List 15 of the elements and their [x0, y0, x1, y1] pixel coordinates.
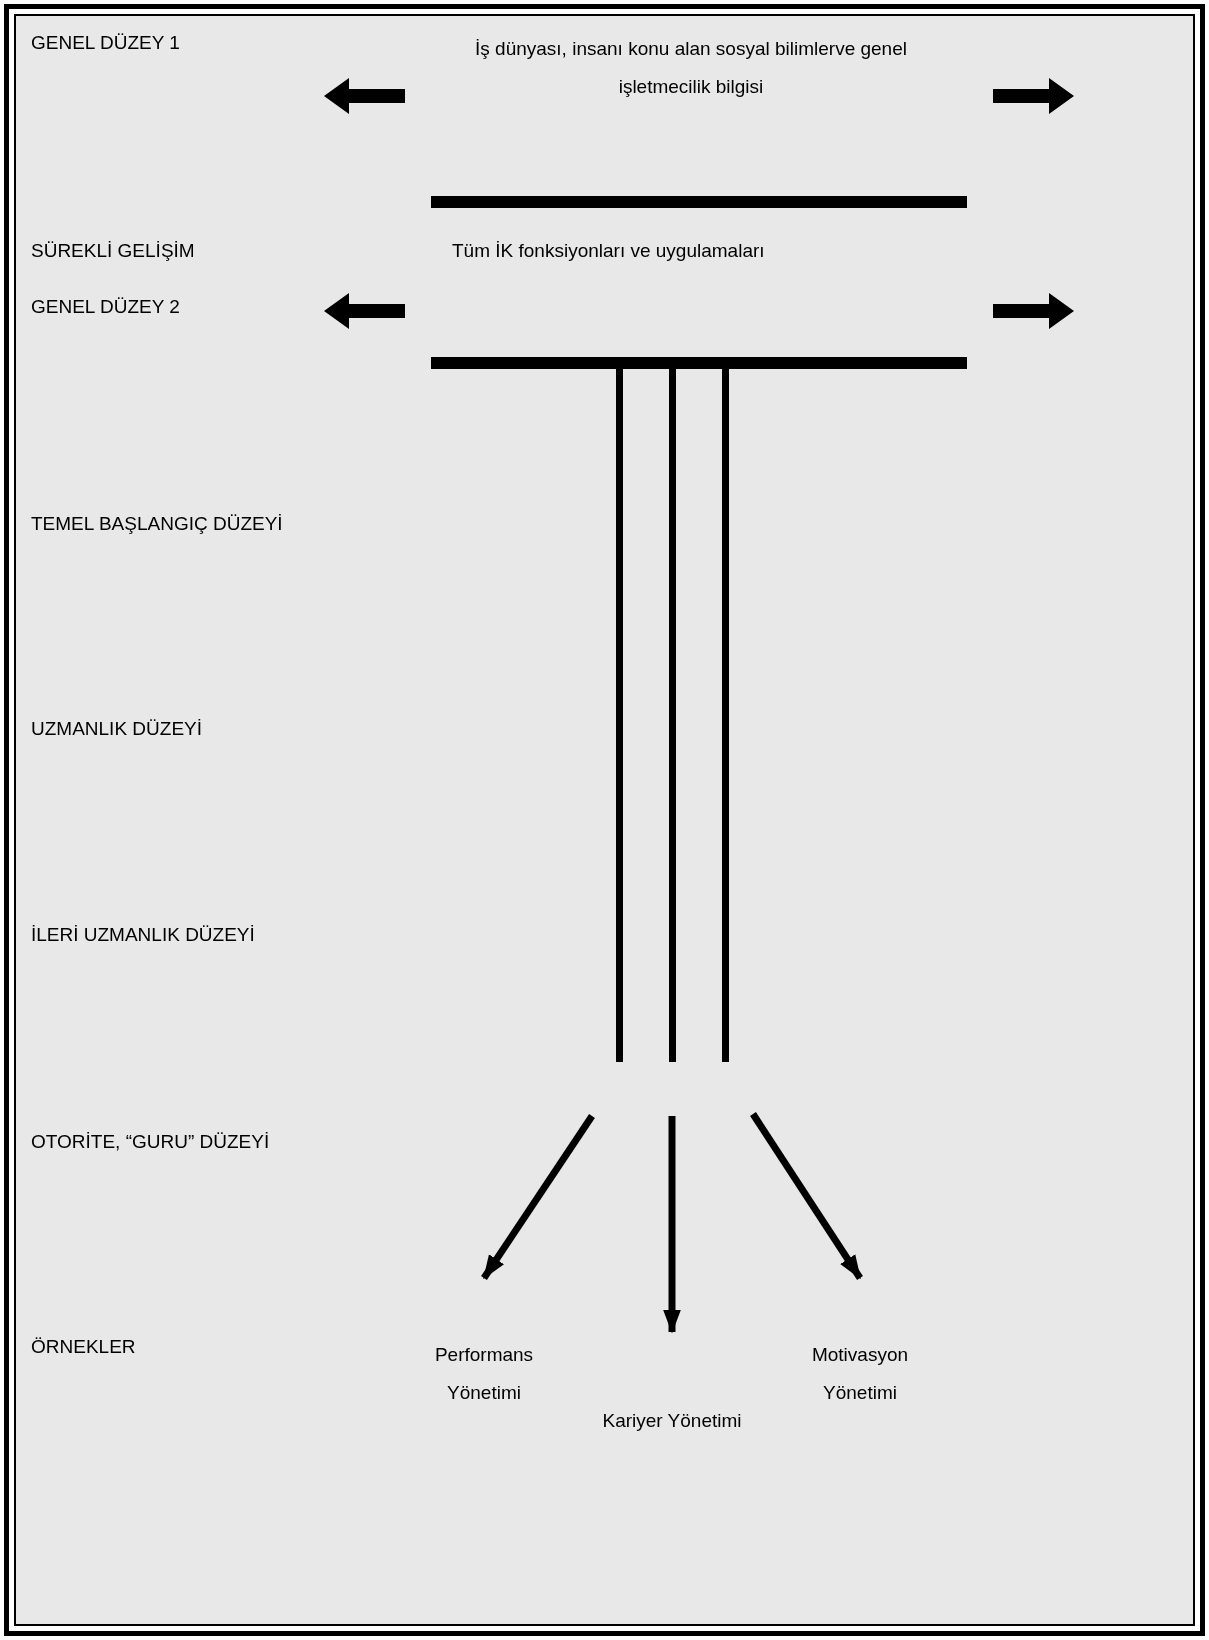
level-label: İş dünyası, insanı konu alan sosyal bilimlerve genel işletmecilik bilgisi — [474, 37, 908, 99]
arrow — [750, 1112, 863, 1280]
level-label: GENEL DÜZEY 1 — [31, 31, 180, 55]
level-label: GENEL DÜZEY 2 — [31, 295, 180, 319]
example-label: Motivasyon Yönetimi — [810, 1343, 910, 1405]
example-label: Kariyer Yönetimi — [602, 1409, 742, 1433]
level-label: Tüm İK fonksiyonları ve uygulamaları — [452, 239, 765, 263]
level-label: TEMEL BAŞLANGIÇ DÜZEYİ — [31, 512, 283, 536]
level-label: İLERİ UZMANLIK DÜZEYİ — [31, 923, 255, 947]
level-label: OTORİTE, “GURU” DÜZEYİ — [31, 1130, 270, 1154]
level-label: SÜREKLİ GELİŞİM — [31, 239, 195, 263]
level-label: ÖRNEKLER — [31, 1335, 136, 1359]
arrow — [481, 1114, 595, 1280]
level-label: UZMANLIK DÜZEYİ — [31, 717, 203, 741]
example-label: Performans Yönetimi — [433, 1343, 535, 1405]
